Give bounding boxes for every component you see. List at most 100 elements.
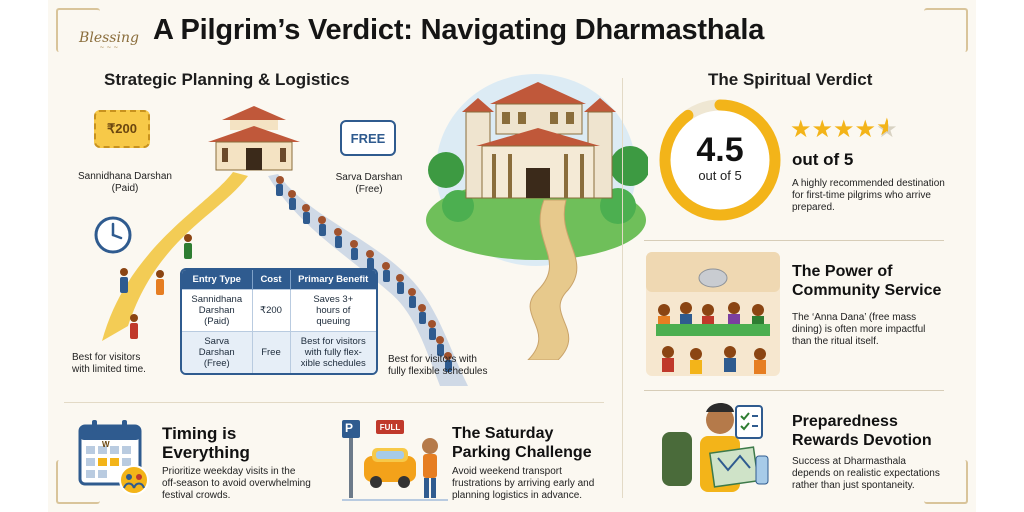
community-heading: The Power of Community Service [792, 262, 941, 300]
preparedness-body-line1: Success at Dharmasthala [792, 456, 906, 467]
free-best-line1: Best for visitors with [388, 354, 477, 365]
entry-benefit-line: hours of [316, 305, 351, 316]
preparedness-body-line3: rather than just spontaneity. [792, 480, 915, 491]
entry-benefit-line: xible schedules [300, 358, 366, 369]
entry-type-cell: Sarva Darshan (Free) [182, 331, 253, 373]
free-ticket-icon: FREE [340, 120, 396, 156]
paid-ticket-icon: ₹200 [94, 110, 150, 148]
car-icon [384, 446, 386, 448]
preparedness-heading-line2: Rewards Devotion [792, 432, 932, 449]
entry-type-table: Entry Type Cost Primary Benefit Sannidha… [180, 268, 378, 375]
rating-score: 4.5 [696, 131, 744, 169]
parking-scene-illustration [342, 420, 448, 501]
paid-best-for-note: Best for visitors with limited time. [72, 352, 146, 376]
parking-heading: The Saturday Parking Challenge [452, 424, 592, 462]
community-body-line2: dining) is often more impactful [792, 324, 926, 335]
entry-cost-cell: Free [252, 331, 291, 373]
calendar-weekday-mark: W [102, 440, 110, 449]
verdict-desc-line1: A highly recommended destination [792, 178, 945, 189]
table-row: Sannidhana Darshan (Paid) ₹200 Saves 3+ … [182, 289, 376, 332]
entry-benefit-line: with fully flex- [304, 347, 362, 358]
pilgrim-paths-illustration [102, 172, 468, 386]
section-divider [644, 390, 944, 391]
entry-benefit-line: queuing [316, 316, 351, 327]
timing-body-line3: festival crowds. [162, 490, 231, 501]
infographic-canvas: Blessing ~ ~ ~ A Pilgrim’s Verdict: Navi… [48, 0, 976, 512]
rating-ring-progress [659, 99, 781, 221]
parking-body: Avoid weekend transport frustrations by … [452, 466, 622, 502]
paid-darshan-label-line1: Sannidhana Darshan [78, 171, 172, 182]
paid-darshan-label: Sannidhana Darshan (Paid) [70, 171, 180, 195]
paid-best-line1: Best for visitors [72, 352, 141, 363]
entry-table-header-cost: Cost [252, 270, 291, 290]
entry-type-line: Darshan [198, 347, 235, 358]
entry-type-line: Sannidhana [191, 294, 243, 305]
brand-logo-flourish: ~ ~ ~ [99, 44, 119, 51]
entry-cost-cell: ₹200 [252, 289, 291, 332]
free-darshan-label-line2: (Free) [355, 184, 383, 195]
star-icon: ★ [811, 116, 834, 143]
paid-darshan-label-line2: (Paid) [111, 183, 139, 194]
entry-type-line: Sarva [204, 336, 230, 347]
free-ticket-text: FREE [350, 130, 386, 146]
full-sign: FULL [379, 423, 401, 432]
entry-table-header-benefit: Primary Benefit [290, 270, 376, 290]
corner-ornament-top-left [56, 8, 100, 52]
verdict-heading: The Spiritual Verdict [708, 70, 873, 89]
anna-dana-dining-illustration [646, 252, 780, 376]
timing-body-line1: Prioritize weekday visits in the [162, 466, 296, 477]
column-divider [622, 78, 623, 498]
logistics-heading: Strategic Planning & Logistics [104, 70, 350, 89]
entry-table-grid: Entry Type Cost Primary Benefit Sannidha… [182, 270, 376, 373]
star-half-icon: ★ [876, 116, 898, 143]
rating-score-sub: out of 5 [698, 168, 742, 183]
paid-best-line2: with limited time. [72, 364, 146, 375]
verdict-desc-line2: for first-time pilgrims who arrive [792, 190, 931, 201]
community-heading-line2: Community Service [792, 282, 942, 299]
entry-benefit-line: Saves 3+ [313, 294, 354, 305]
entry-table-header-row: Entry Type Cost Primary Benefit [182, 270, 376, 290]
free-best-for-note: Best for visitors with fully flexible sc… [388, 354, 488, 378]
temple-landscape-illustration [426, 74, 648, 360]
corner-ornament-top-right [924, 8, 968, 52]
entry-benefit-cell: Saves 3+ hours of queuing [290, 289, 376, 332]
parking-body-line3: planning logistics in advance. [452, 490, 583, 501]
entry-type-line: (Paid) [204, 316, 230, 327]
verdict-desc-line3: prepared. [792, 202, 835, 213]
preparedness-body-line2: depends on realistic expectations [792, 468, 940, 479]
parking-heading-line1: The Saturday [452, 425, 554, 442]
timing-body-line2: off-season to avoid overwhelming [162, 478, 311, 489]
parking-heading-line2: Parking Challenge [452, 444, 592, 461]
verdict-description: A highly recommended destination for fir… [792, 178, 968, 214]
entry-benefit-line: Best for visitors [300, 336, 366, 347]
community-body-line3: than the ritual itself. [792, 336, 879, 347]
entry-table-header-type: Entry Type [182, 270, 253, 290]
community-heading-line1: The Power of [792, 263, 893, 280]
corner-ornament-bottom-left [56, 460, 100, 504]
star-icon: ★ [833, 116, 855, 143]
entry-type-line: (Free) [203, 358, 230, 369]
community-body-line1: The ‘Anna Dana’ (free mass [792, 312, 917, 323]
rating-score-block: 4.5 out of 5 [654, 132, 786, 184]
rating-out-of: out of 5 [792, 150, 854, 169]
section-divider [64, 402, 604, 403]
timing-heading-line1: Timing is [162, 424, 237, 443]
parking-body-line2: frustrations by arriving early and [452, 478, 595, 489]
clock-icon [94, 216, 132, 254]
paid-ticket-price: ₹200 [107, 121, 137, 136]
section-divider [644, 240, 944, 241]
timing-heading: Timing is Everything [162, 424, 250, 462]
star-icon: ★ [790, 116, 812, 143]
backpack-icon [662, 403, 769, 492]
calendar-icon [78, 420, 149, 495]
preparedness-heading-line1: Preparedness [792, 413, 898, 430]
brand-logo-text: Blessing [79, 30, 139, 46]
free-darshan-label-line1: Sarva Darshan [335, 172, 403, 183]
preparedness-body: Success at Dharmasthala depends on reali… [792, 456, 968, 492]
corner-ornament-bottom-right [924, 460, 968, 504]
checklist-icon [735, 405, 763, 439]
stars-icon: ★★★★★ [790, 118, 898, 142]
entry-benefit-cell: Best for visitors with fully flex- xible… [290, 331, 376, 373]
timing-heading-line2: Everything [162, 443, 250, 462]
brand-logo: Blessing ~ ~ ~ [66, 30, 152, 51]
